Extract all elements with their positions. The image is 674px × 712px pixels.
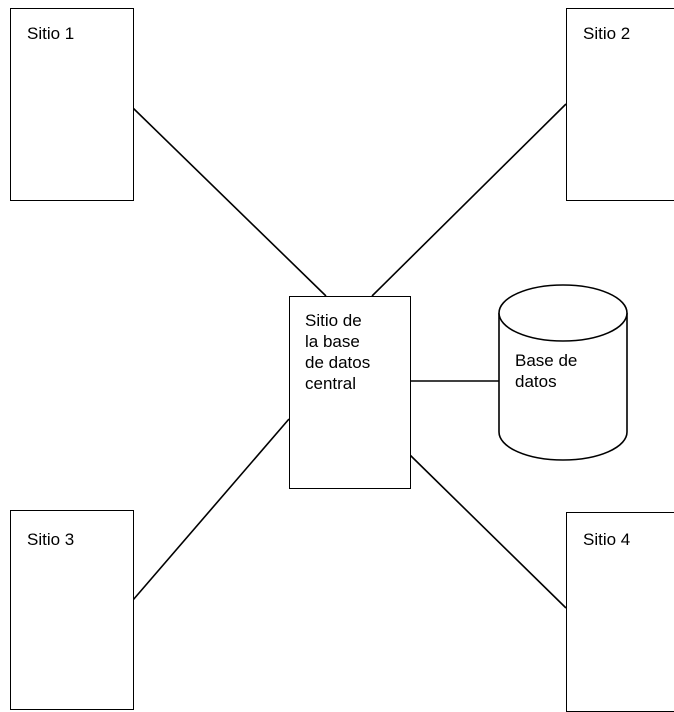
site3-label: Sitio 3 xyxy=(27,530,75,549)
edge-site4-central xyxy=(409,454,567,609)
site1-box xyxy=(10,8,134,201)
site4-label: Sitio 4 xyxy=(583,530,631,549)
site2-box xyxy=(566,8,674,201)
edge-site3-central xyxy=(132,418,290,601)
edge-site2-central xyxy=(371,103,567,297)
site1-label: Sitio 1 xyxy=(27,24,75,43)
central-site-box xyxy=(289,296,411,489)
edge-site1-central xyxy=(132,107,327,297)
database-cylinder xyxy=(498,284,628,461)
database-label: Base de datos xyxy=(515,351,578,391)
central-site-label: Sitio de la base de datos central xyxy=(305,311,371,393)
site4-box xyxy=(566,512,674,712)
site2-label: Sitio 2 xyxy=(583,24,631,43)
